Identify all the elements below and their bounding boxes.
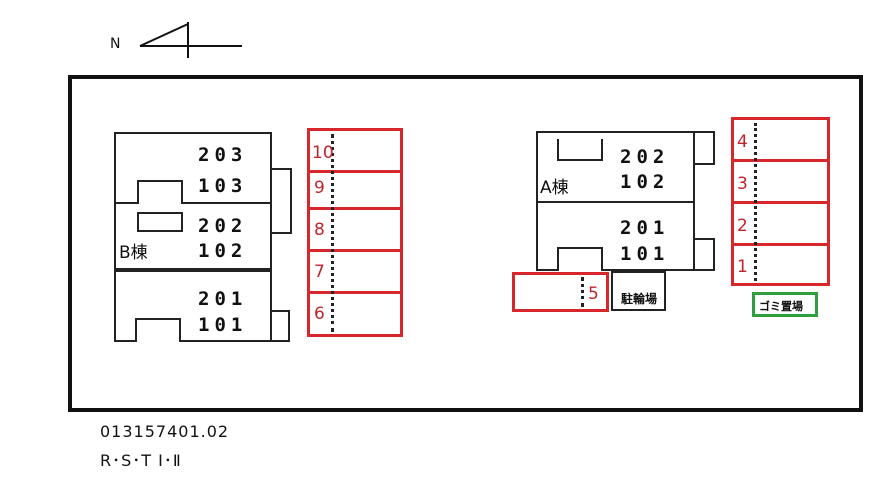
slot-number: 4: [737, 132, 748, 152]
building-b-mid: [114, 202, 272, 270]
north-label: N: [110, 36, 121, 52]
north-arrow-icon: [139, 22, 242, 58]
balcony: [270, 168, 292, 234]
parking-slot: [307, 249, 403, 294]
unit-number: 102: [198, 240, 248, 262]
parking-slot: [307, 207, 403, 252]
parking-slot: [731, 159, 830, 204]
garbage-area: [752, 292, 818, 317]
site-boundary: [68, 75, 863, 412]
slot-number: 2: [737, 216, 748, 236]
entrance-notch: [557, 247, 603, 271]
garbage-area-label: ゴミ置場: [759, 300, 803, 313]
parking-divider: [581, 277, 584, 307]
balcony: [693, 238, 715, 271]
unit-number: 103: [198, 175, 248, 197]
unit-number: 101: [620, 243, 670, 265]
entrance-notch: [137, 180, 183, 204]
building-b-label: B棟: [119, 243, 148, 263]
slot-number: 6: [314, 304, 325, 324]
building-a-top: [536, 131, 695, 203]
entrance-notch: [137, 212, 183, 232]
balcony: [270, 310, 290, 342]
property-code: 013157401.02: [100, 422, 230, 441]
parking-slot: [307, 291, 403, 337]
parking-slot: [731, 243, 830, 286]
slot-number: 8: [314, 220, 325, 240]
slot-number: 10: [312, 143, 334, 163]
slot-number: 7: [314, 262, 325, 282]
entrance-notch: [135, 318, 181, 342]
unit-number: 203: [198, 144, 248, 166]
parking-divider: [331, 134, 334, 332]
slot-number: 9: [314, 178, 325, 198]
bicycle-parking-label: 駐輪場: [621, 292, 658, 306]
slot-number: 3: [737, 174, 748, 194]
unit-number: 201: [620, 217, 670, 239]
compass: N: [100, 18, 250, 63]
unit-number: 202: [198, 215, 248, 237]
balcony: [693, 131, 715, 165]
slot-number: 1: [737, 257, 748, 277]
parking-slot: [512, 272, 609, 312]
parking-divider: [754, 123, 757, 281]
unit-number: 202: [620, 146, 670, 168]
building-a-label: A棟: [540, 178, 569, 198]
property-name: R･S･T Ⅰ･Ⅱ: [100, 451, 182, 470]
unit-number: 201: [198, 288, 248, 310]
unit-number: 102: [620, 171, 670, 193]
slot-number: 5: [588, 284, 599, 304]
entrance-notch: [557, 139, 603, 161]
bicycle-parking: [611, 271, 666, 311]
unit-number: 101: [198, 314, 248, 336]
